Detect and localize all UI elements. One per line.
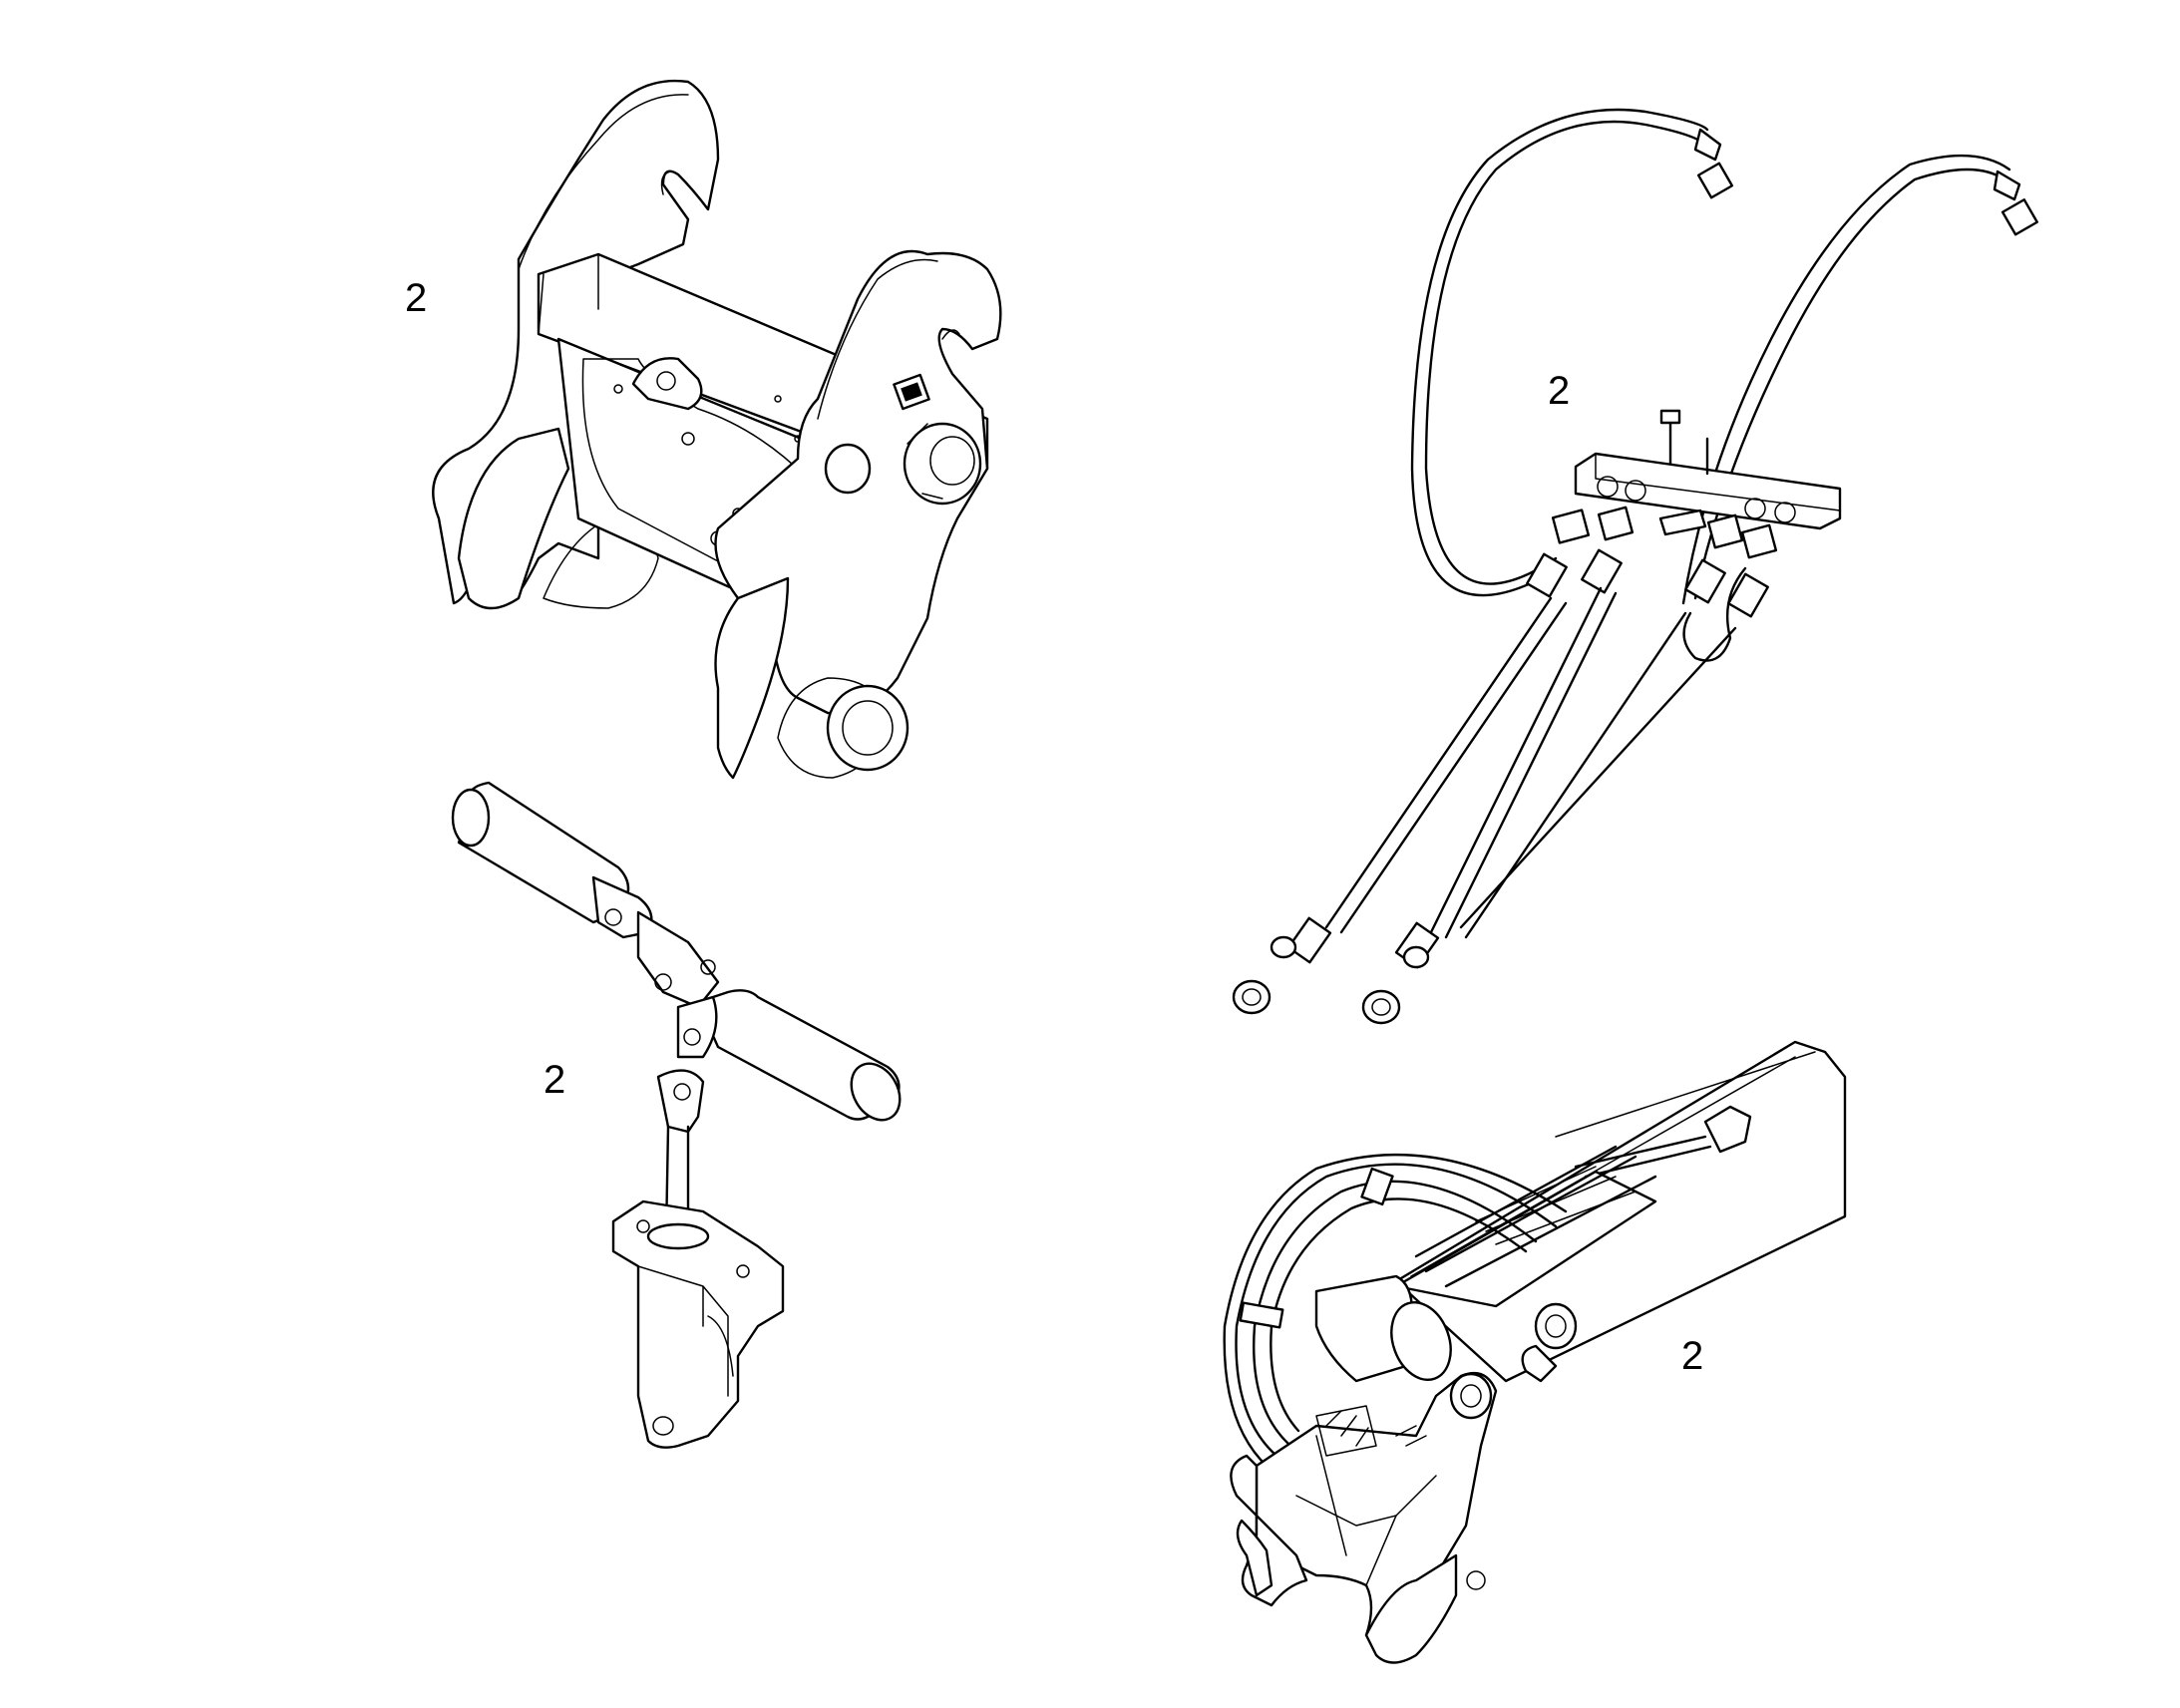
fitting-group <box>1526 506 1778 618</box>
callout-hydraulic-hoses: 2 <box>1548 369 1571 413</box>
callout-coupler-frame: 2 <box>405 276 428 320</box>
callout-lock-cylinder: 2 <box>544 1058 566 1102</box>
lock-cylinder-assembly <box>451 781 902 1449</box>
boom-coupler-assembly <box>1223 1040 1847 1664</box>
hydraulic-hose-kit <box>1232 108 2038 1025</box>
quick-coupler-frame <box>432 79 1002 780</box>
callout-boom-assembly: 2 <box>1681 1334 1704 1378</box>
